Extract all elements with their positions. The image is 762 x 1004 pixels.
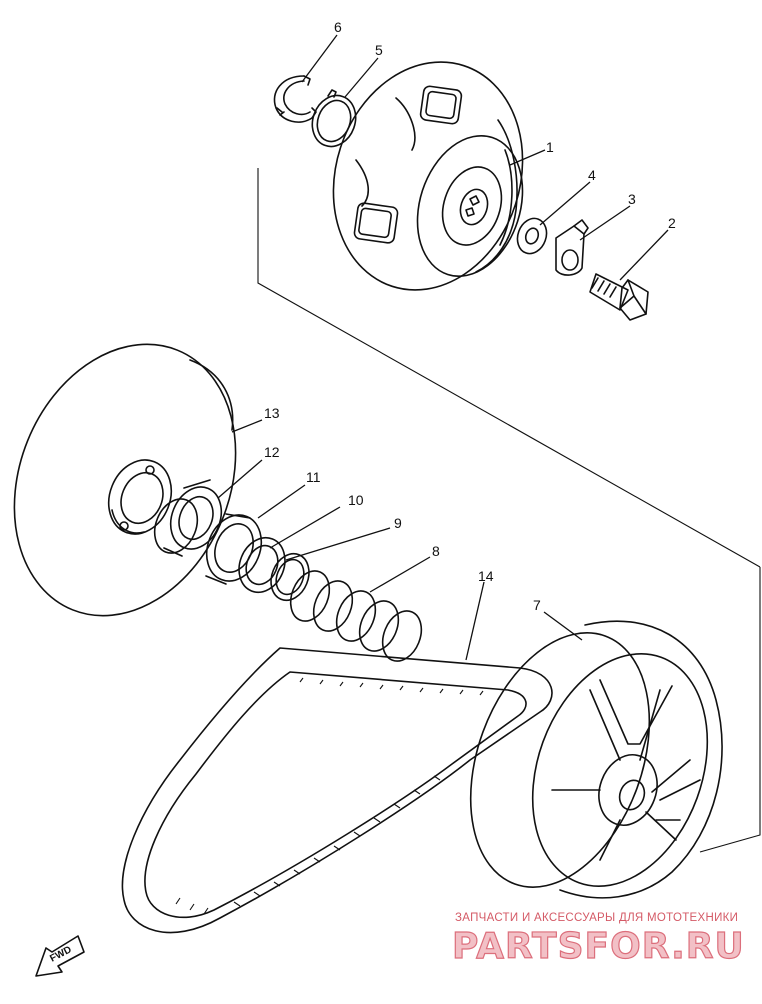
callout-14: 14 <box>478 568 494 584</box>
part-12-boss <box>153 479 223 557</box>
watermark: ЗАПЧАСТИ И АКСЕССУАРЫ ДЛЯ МОТОТЕХНИКИ PA… <box>451 912 745 968</box>
part-7-secondary-sheave <box>469 620 723 899</box>
callout-labels: 6 5 1 4 3 2 13 12 11 10 9 8 14 7 <box>264 19 676 613</box>
callout-7: 7 <box>533 597 541 613</box>
fwd-label: FWD <box>48 944 73 964</box>
callout-12: 12 <box>264 444 280 460</box>
watermark-brand-logo: PARTSFOR.RU <box>452 926 745 967</box>
fwd-direction-arrow: FWD <box>35 935 85 977</box>
watermark-tagline: ЗАПЧАСТИ И АКСЕССУАРЫ ДЛЯ МОТОТЕХНИКИ <box>455 912 738 924</box>
part-6-snap-ring <box>273 75 317 123</box>
part-10-spring-seat <box>238 536 286 594</box>
callout-2: 2 <box>668 215 676 231</box>
part-9-ring <box>270 552 310 602</box>
callout-8: 8 <box>432 543 440 559</box>
callout-3: 3 <box>628 191 636 207</box>
part-13-sliding-sheave <box>13 343 237 617</box>
part-2-bolt <box>589 273 649 321</box>
alignment-guides <box>257 168 761 853</box>
part-1-primary-sheave <box>332 61 524 291</box>
part-4-washer <box>516 217 548 255</box>
callout-13: 13 <box>264 405 280 421</box>
part-3-lock-washer <box>555 219 589 276</box>
leader-lines <box>217 34 669 661</box>
callout-5: 5 <box>375 42 383 58</box>
part-14-drive-belt <box>121 647 553 934</box>
part-8-compression-spring <box>289 570 423 662</box>
callout-11: 11 <box>306 469 321 485</box>
callout-4: 4 <box>588 167 596 183</box>
callout-6: 6 <box>334 19 342 35</box>
callout-1: 1 <box>546 139 554 155</box>
part-5-circlip <box>311 89 357 148</box>
callout-10: 10 <box>348 492 364 508</box>
callout-9: 9 <box>394 515 402 531</box>
